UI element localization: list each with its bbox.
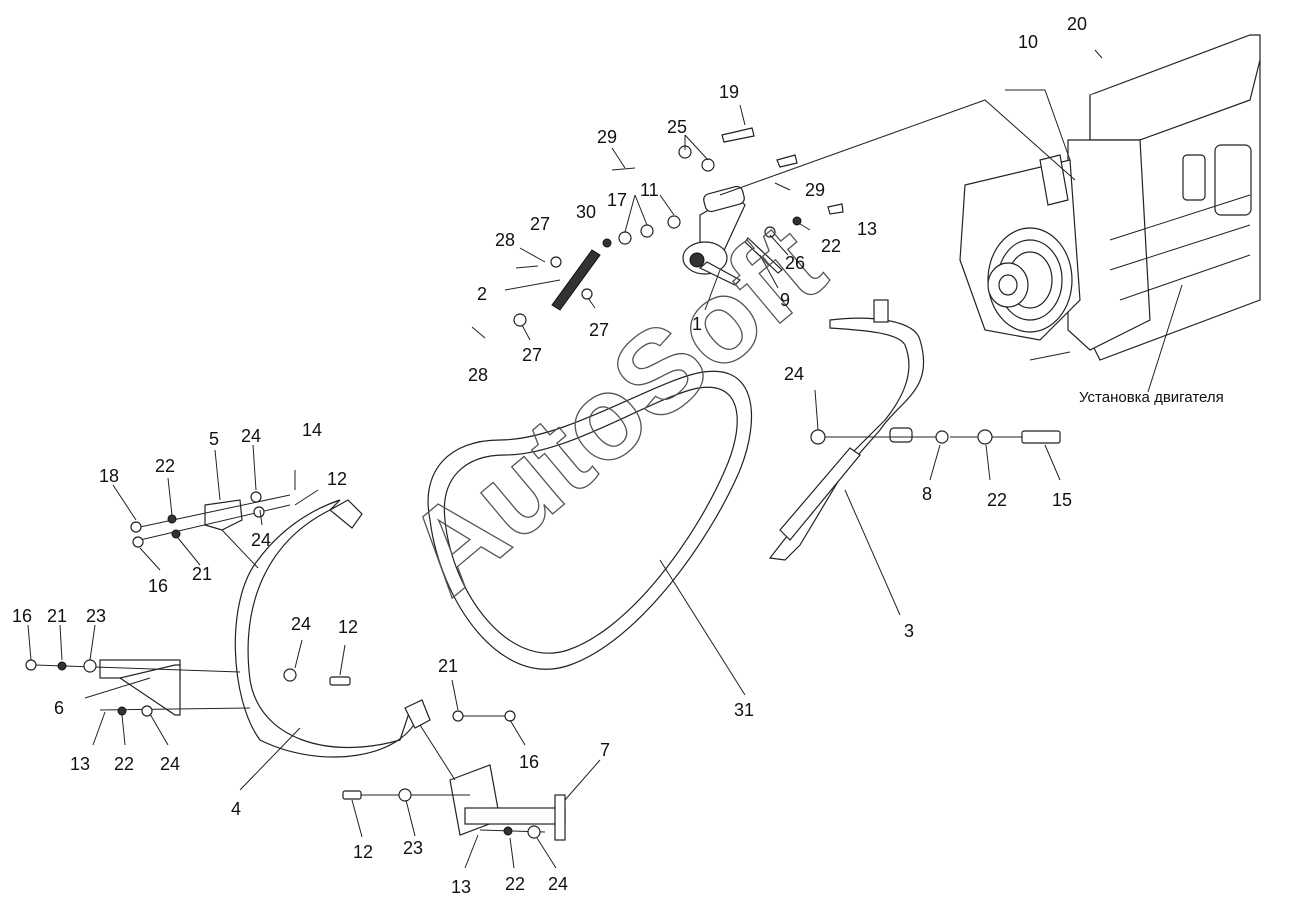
bracket-5-axis xyxy=(139,494,291,541)
label-25: 25 xyxy=(667,117,687,137)
belt-31 xyxy=(427,370,753,670)
label-12: 12 xyxy=(327,469,347,489)
strap-4 xyxy=(234,499,431,758)
washer-24 xyxy=(810,429,826,445)
tensioner-assembly xyxy=(471,127,844,339)
label-27: 27 xyxy=(522,345,542,365)
nut-22 xyxy=(977,429,993,445)
label-9: 9 xyxy=(780,290,790,310)
label-26: 26 xyxy=(785,253,805,273)
label-22: 22 xyxy=(114,754,134,774)
label-24: 24 xyxy=(291,614,311,634)
label-23: 23 xyxy=(403,838,423,858)
label-22: 22 xyxy=(505,874,525,894)
label-22: 22 xyxy=(155,456,175,476)
part-labels: 20 10 19 25 29 29 11 17 30 27 28 2 13 22… xyxy=(12,14,1087,897)
engine-assembly xyxy=(959,34,1261,361)
label-30: 30 xyxy=(576,202,596,222)
label-21: 21 xyxy=(438,656,458,676)
label-6: 6 xyxy=(54,698,64,718)
label-15: 15 xyxy=(1052,490,1072,510)
label-29: 29 xyxy=(805,180,825,200)
bracket-7 xyxy=(419,724,566,841)
label-4: 4 xyxy=(231,799,241,819)
label-13: 13 xyxy=(451,877,471,897)
label-18: 18 xyxy=(99,466,119,486)
label-24: 24 xyxy=(784,364,804,384)
label-21: 21 xyxy=(192,564,212,584)
label-12: 12 xyxy=(338,617,358,637)
label-11: 11 xyxy=(640,180,659,200)
label-22: 22 xyxy=(821,236,841,256)
leader-lines xyxy=(27,49,1103,869)
label-13: 13 xyxy=(70,754,90,774)
label-17: 17 xyxy=(607,190,627,210)
label-23: 23 xyxy=(86,606,106,626)
bracket-6 xyxy=(99,659,181,716)
label-8: 8 xyxy=(922,484,932,504)
label-16: 16 xyxy=(148,576,168,596)
engine-leader xyxy=(1147,284,1183,393)
label-12: 12 xyxy=(353,842,373,862)
label-16: 16 xyxy=(519,752,539,772)
label-27: 27 xyxy=(589,320,609,340)
label-24: 24 xyxy=(251,530,271,550)
label-24: 24 xyxy=(160,754,180,774)
label-24: 24 xyxy=(241,426,261,446)
label-1: 1 xyxy=(692,314,702,334)
label-13: 13 xyxy=(857,219,877,239)
label-16: 16 xyxy=(12,606,32,626)
bolt-15 xyxy=(1021,430,1061,444)
label-22: 22 xyxy=(987,490,1007,510)
label-19: 19 xyxy=(719,82,739,102)
label-28: 28 xyxy=(495,230,515,250)
label-29: 29 xyxy=(597,127,617,147)
label-14: 14 xyxy=(302,420,322,440)
label-28: 28 xyxy=(468,365,488,385)
bracket-3 xyxy=(768,299,925,561)
label-20: 20 xyxy=(1067,14,1087,34)
label-10: 10 xyxy=(1018,32,1038,52)
label-2: 2 xyxy=(477,284,487,304)
label-27: 27 xyxy=(530,214,550,234)
label-7: 7 xyxy=(600,740,610,760)
label-5: 5 xyxy=(209,429,219,449)
engine-caption: Установка двигателя xyxy=(1079,389,1224,406)
washer-8 xyxy=(935,430,949,444)
label-21: 21 xyxy=(47,606,67,626)
label-24: 24 xyxy=(548,874,568,894)
label-3: 3 xyxy=(904,621,914,641)
label-31: 31 xyxy=(734,700,754,720)
